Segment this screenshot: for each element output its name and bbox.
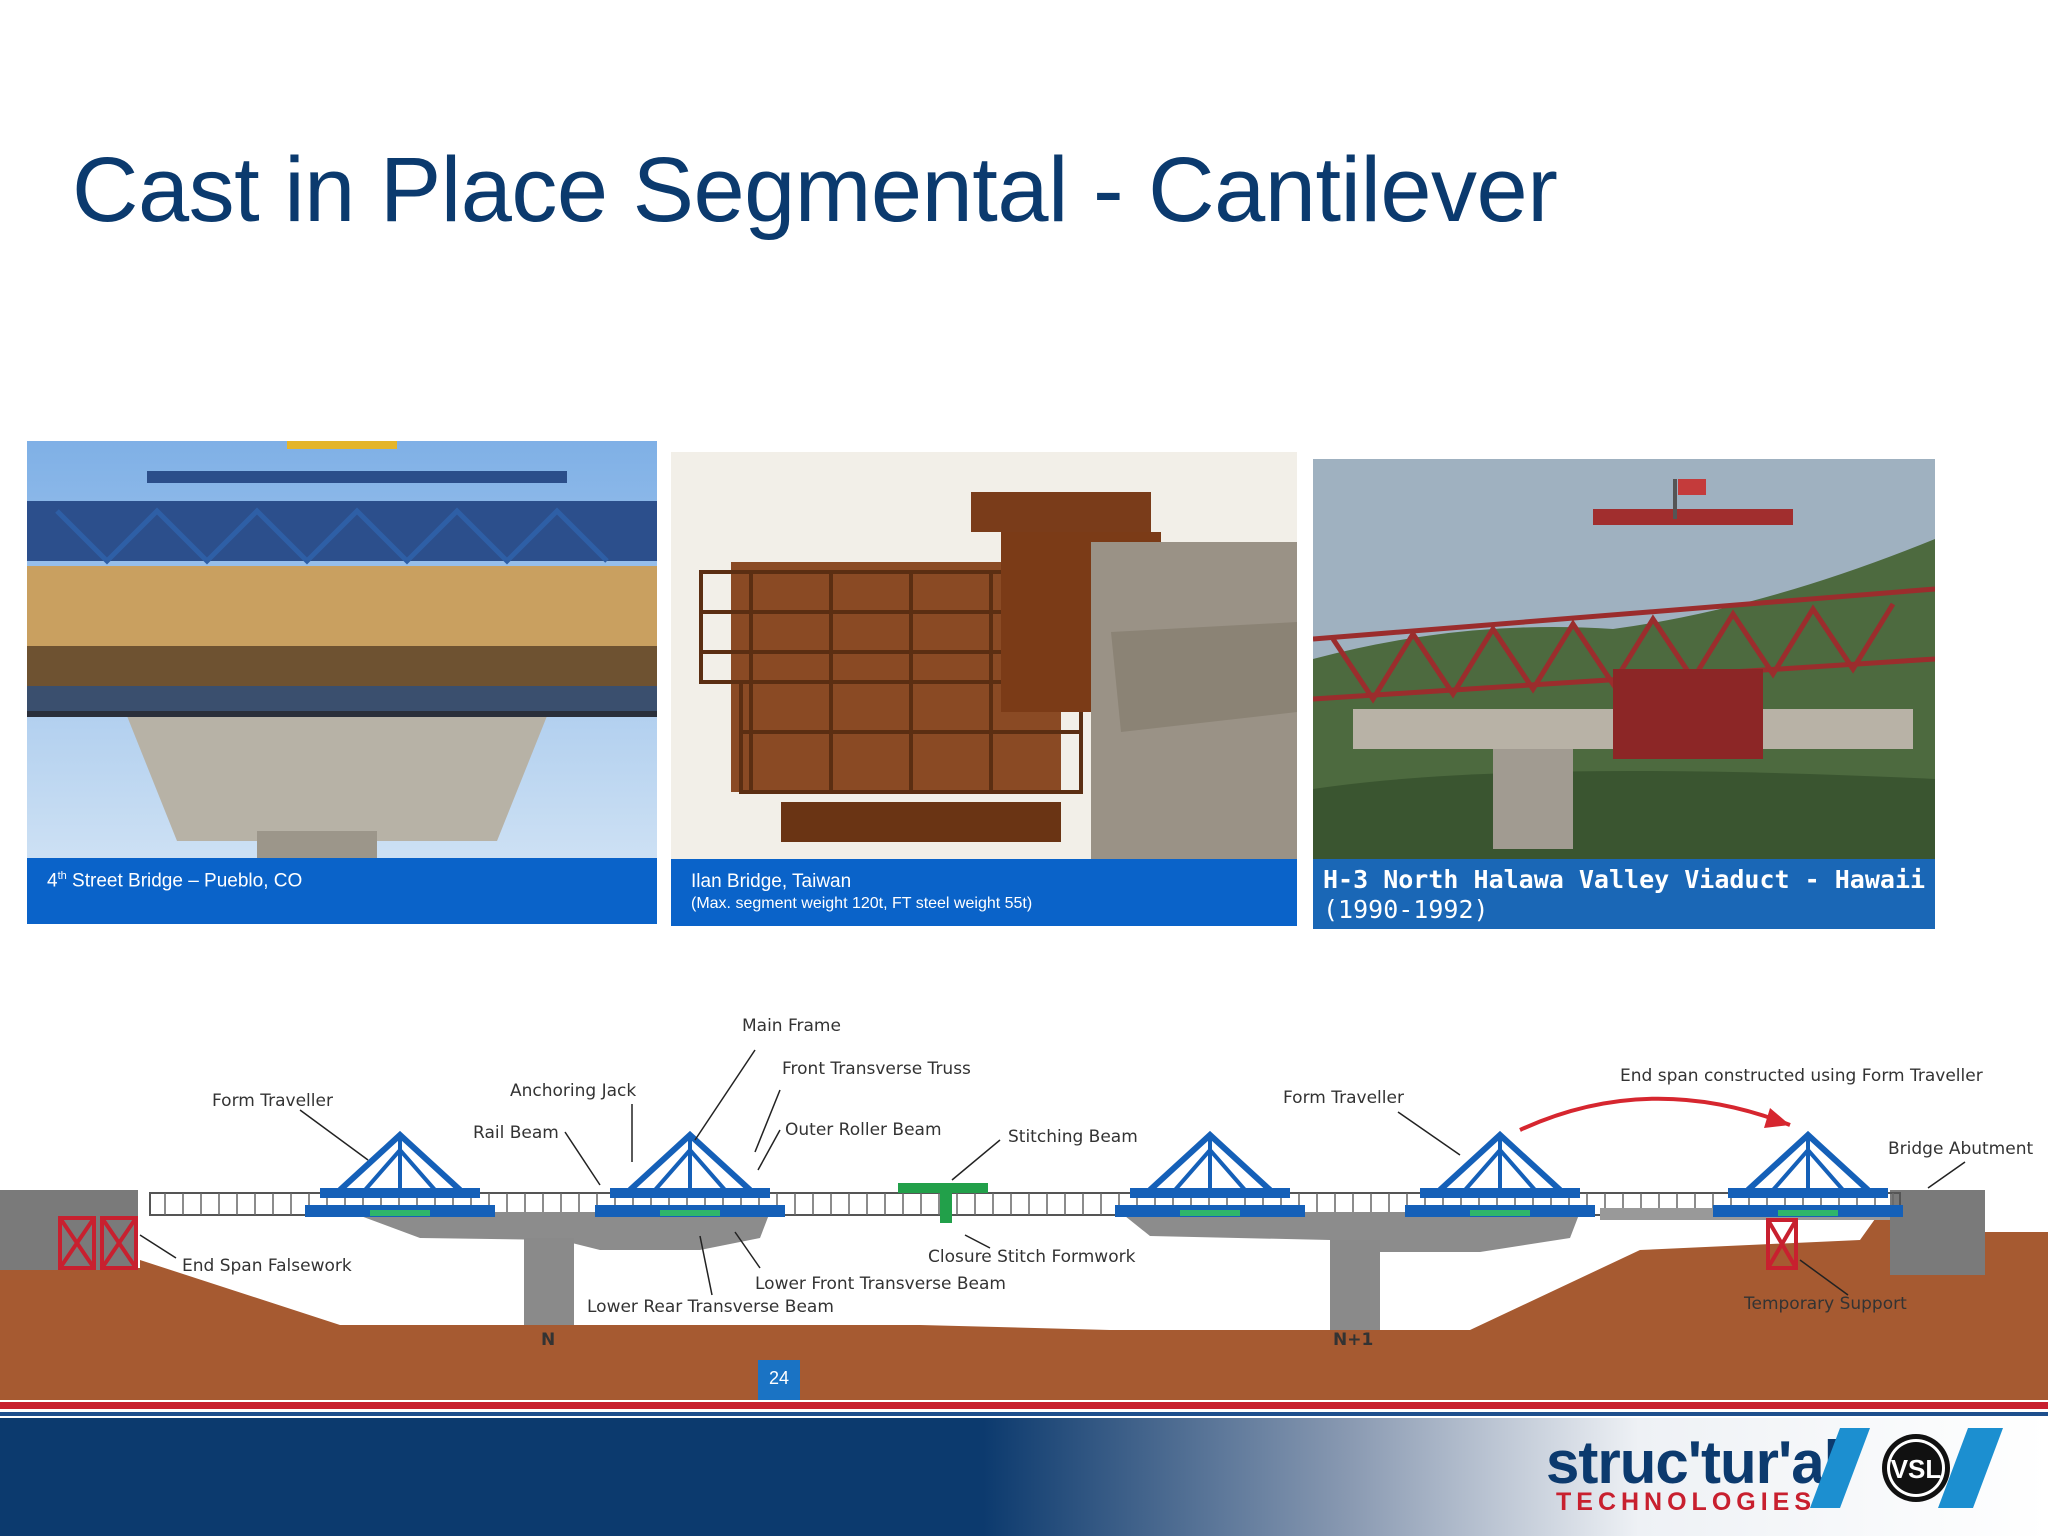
vsl-logo: VSL (1810, 1428, 2003, 1508)
photo-4th-street-bridge: 4th Street Bridge – Pueblo, CO (27, 441, 657, 924)
structural-logo-sub: TECHNOLOGIES (1556, 1488, 1817, 1516)
structural-logo: struc'tur'al (1546, 1429, 1840, 1496)
deck-right-cantilever (1120, 1212, 1580, 1252)
photo-caption: 4th Street Bridge – Pueblo, CO (27, 858, 657, 924)
label-form-traveller-left: Form Traveller (212, 1091, 333, 1111)
label-temporary-support: Temporary Support (1744, 1294, 1907, 1314)
form-traveller (595, 1130, 785, 1217)
photo-h3-halawa-viaduct: H-3 North Halawa Valley Viaduct - Hawaii… (1313, 459, 1935, 929)
form-traveller (305, 1130, 495, 1217)
form-traveller (1713, 1130, 1903, 1217)
label-lower-rear-transverse-beam: Lower Rear Transverse Beam (587, 1297, 834, 1317)
caption-subtitle: (1990-1992) (1323, 895, 1489, 924)
slide-title: Cast in Place Segmental - Cantilever (72, 139, 1558, 241)
label-rail-beam: Rail Beam (473, 1123, 559, 1143)
deck-left-cantilever (350, 1212, 770, 1250)
label-anchoring-jack: Anchoring Jack (510, 1081, 637, 1101)
label-main-frame: Main Frame (742, 1016, 841, 1036)
page-number: 24 (758, 1360, 800, 1400)
pier-n (524, 1238, 574, 1325)
ground (0, 1212, 2048, 1400)
photo-ilan-bridge: Ilan Bridge, Taiwan (Max. segment weight… (671, 452, 1297, 926)
form-traveller (1405, 1130, 1595, 1217)
caption-subtitle: (Max. segment weight 120t, FT steel weig… (691, 895, 1033, 912)
relocation-arrow (1519, 1096, 1791, 1132)
label-outer-roller-beam: Outer Roller Beam (785, 1120, 942, 1140)
label-stitching-beam: Stitching Beam (1008, 1127, 1138, 1147)
label-lower-front-transverse-beam: Lower Front Transverse Beam (755, 1274, 1006, 1294)
deck-railing (149, 1192, 1901, 1216)
vsl-logo-text: VSL (1891, 1454, 1942, 1484)
caption-text-rest: Street Bridge – Pueblo, CO (66, 870, 303, 892)
pier-n1 (1330, 1240, 1380, 1330)
caption-title: Ilan Bridge, Taiwan (691, 871, 852, 892)
end-span-falsework (58, 1216, 138, 1270)
label-closure-stitch-formwork: Closure Stitch Formwork (928, 1247, 1136, 1267)
label-bridge-abutment: Bridge Abutment (1888, 1139, 2034, 1159)
caption-text: 4 (47, 870, 58, 892)
footer-accent-line (0, 1402, 2048, 1409)
photo-caption: Ilan Bridge, Taiwan (Max. segment weight… (671, 859, 1297, 926)
label-front-transverse-truss: Front Transverse Truss (782, 1059, 971, 1079)
right-abutment (1890, 1190, 1985, 1275)
bridge-photo-image (671, 452, 1297, 926)
label-pier-n: N (541, 1330, 556, 1350)
caption-superscript: th (57, 870, 67, 882)
caption-title: H-3 North Halawa Valley Viaduct - Hawaii (1323, 865, 1926, 894)
label-pier-n1: N+1 (1333, 1330, 1374, 1350)
footer-band (0, 1418, 2048, 1536)
stitching-beam (898, 1183, 988, 1223)
temporary-support (1766, 1218, 1798, 1270)
bridge-photo-image (1313, 459, 1935, 929)
form-traveller (1115, 1130, 1305, 1217)
cantilever-construction-diagram (0, 1049, 2048, 1400)
bridge-photo-image (27, 441, 657, 924)
footer-accent-line-2 (0, 1412, 2048, 1416)
label-form-traveller-right: Form Traveller (1283, 1088, 1404, 1108)
leader-lines (139, 1049, 1966, 1296)
label-end-span-falsework: End Span Falsework (182, 1256, 352, 1276)
label-end-span-note: End span constructed using Form Travelle… (1620, 1066, 1983, 1086)
photo-caption: H-3 North Halawa Valley Viaduct - Hawaii… (1313, 859, 1935, 929)
